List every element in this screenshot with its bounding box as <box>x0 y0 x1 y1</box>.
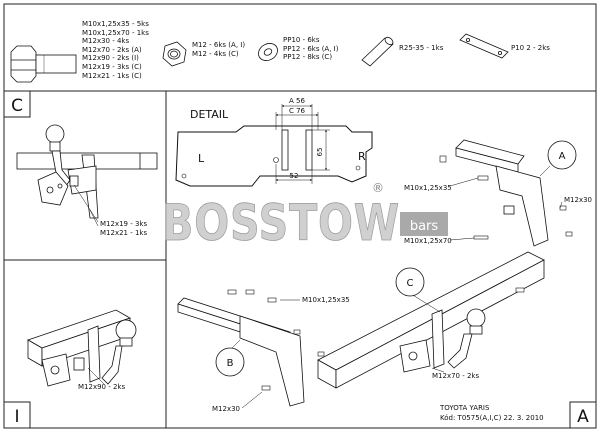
label-m12x30-right: M12x30 <box>564 196 592 204</box>
plate-icon <box>459 33 509 59</box>
label-m12x70: M12x70 - 2ks <box>432 372 479 380</box>
title-code: Kód: T0575(A,I,C) 22. 3. 2010 <box>440 414 544 422</box>
parts-tube-label: R25-35 - 1ks <box>399 44 444 52</box>
panel-c: C M12x19 - 3ks M12x21 - 1ks <box>3 90 158 237</box>
parts-washer-label: PP10 - 6ks PP12 - 6ks (A, I) PP12 - 8ks … <box>283 36 339 62</box>
detail-left: L <box>198 152 205 165</box>
panel-i: I M12x90 - 2ks <box>3 309 137 429</box>
panel-i-label-1: M12x90 - 2ks <box>78 383 125 391</box>
detail-right: R <box>358 150 366 163</box>
detail-title: DETAIL <box>190 108 229 121</box>
callout-b: B <box>227 358 234 369</box>
detail-dim-c: C 76 <box>289 107 306 115</box>
washer-icon <box>258 43 278 61</box>
label-m12x30-bottom: M12x30 <box>212 405 240 413</box>
panel-a-letter: A <box>577 407 589 427</box>
title-model: TOYOTA YARIS <box>439 404 490 412</box>
panel-i-letter: I <box>14 407 19 427</box>
main-assembly: A C B M10x1,25x35 M10x1,25x70 M12x30 M10… <box>177 139 592 413</box>
detail-bracket <box>175 125 373 187</box>
panel-a: A TOYOTA YARIS Kód: T0575(A,I,C) 22. 3. … <box>439 401 597 429</box>
parts-nut-label: M12 - 6ks (A, I) M12 - 4ks (C) <box>192 41 246 58</box>
watermark: BOSSTOW bars ® <box>162 181 448 252</box>
callout-c: C <box>407 278 414 289</box>
parts-bolt-label: M10x1,25x35 - 5ks M10x1,25x70 - 1ks M12x… <box>82 20 149 80</box>
callout-a: A <box>559 151 566 162</box>
tube-icon <box>361 36 394 67</box>
panel-c-label-2: M12x21 - 1ks <box>100 229 147 237</box>
detail-view: DETAIL A 56 C 76 65 52 L R <box>175 97 373 187</box>
panel-c-letter: C <box>11 96 23 116</box>
detail-dim-height: 65 <box>316 148 324 157</box>
sheet-frame <box>3 3 597 429</box>
watermark-mark: ® <box>372 181 384 195</box>
bolt-icon <box>10 45 77 83</box>
nut-icon <box>162 41 187 67</box>
label-m10x70: M10x1,25x70 <box>404 237 452 245</box>
parts-plate-label: P10 2 - 2ks <box>511 44 550 52</box>
detail-dim-a: A 56 <box>289 97 305 105</box>
label-m10x35-top: M10x1,25x35 <box>404 184 452 192</box>
detail-dim-52: 52 <box>290 172 299 180</box>
label-m10x35-mid: M10x1,25x35 <box>302 296 350 304</box>
panel-c-label-1: M12x19 - 3ks <box>100 220 147 228</box>
watermark-text: BOSSTOW <box>162 194 400 252</box>
watermark-sub: bars <box>410 219 439 234</box>
